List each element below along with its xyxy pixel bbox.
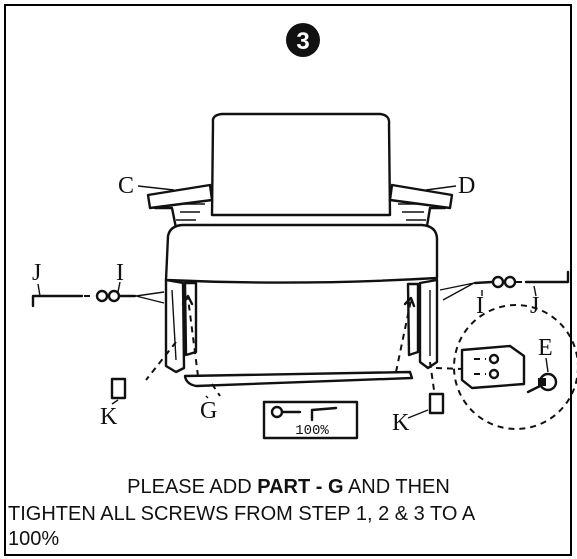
instruction-pre: PLEASE ADD	[127, 476, 258, 498]
instruction-line-2: TIGHTEN ALL SCREWS FROM STEP 1, 2 & 3 TO…	[8, 503, 476, 525]
label-part-c: C	[118, 173, 134, 199]
part-j-right-allen-key	[439, 270, 570, 301]
detail-callout	[453, 304, 577, 430]
left-front-leg	[164, 278, 186, 374]
arrow-g-right	[403, 296, 416, 308]
guide-k-left	[145, 341, 177, 381]
chair-backrest	[210, 112, 392, 217]
leader-j-left	[37, 283, 41, 297]
part-e-bolt	[538, 372, 558, 392]
instruction-line-1: PLEASE ADD PART - G AND THEN	[6, 475, 571, 500]
part-j-left-allen-key	[31, 289, 165, 308]
arrow-g-left	[181, 294, 194, 306]
leader-c	[137, 185, 175, 191]
bolt-icon	[270, 405, 284, 419]
guide-g-left-label	[211, 383, 221, 397]
step-number-badge: 3	[286, 23, 320, 57]
leader-e	[545, 357, 549, 373]
part-k-right-pad	[428, 392, 445, 415]
leader-k-right	[407, 409, 429, 419]
assembly-diagram: 3	[31, 23, 577, 440]
leader-g	[205, 395, 209, 399]
instruction-post: AND THEN	[343, 476, 450, 498]
leader-d	[425, 185, 457, 191]
part-k-left-pad	[110, 377, 127, 400]
label-part-g: G	[200, 398, 217, 424]
label-part-k-left: K	[100, 404, 118, 430]
label-part-k-right: K	[392, 410, 410, 436]
chair-seat	[164, 223, 439, 284]
leader-k-left	[111, 399, 119, 405]
guide-k-right	[429, 361, 435, 391]
label-part-j-left: J	[32, 260, 41, 286]
guide-g-left	[187, 297, 199, 377]
step-number: 3	[296, 28, 309, 55]
guide-g-right	[395, 299, 412, 373]
instruction-part-g: PART - G	[257, 476, 344, 498]
right-front-leg	[418, 278, 439, 370]
label-part-i-right: I	[476, 293, 484, 319]
label-part-d: D	[458, 173, 475, 199]
label-part-i-left: I	[116, 260, 124, 286]
instruction-line-3: 100%	[8, 528, 60, 550]
allen-key-icon	[310, 406, 338, 422]
label-part-e: E	[538, 335, 553, 361]
label-part-j-right: J	[530, 293, 539, 319]
leader-j-right	[533, 285, 537, 297]
tool-badge-text: 100%	[295, 423, 329, 439]
part-g-bar	[183, 370, 414, 388]
tool-tightness-badge: 100%	[262, 400, 359, 440]
right-rear-leg	[406, 282, 420, 357]
leader-i-left	[117, 281, 121, 293]
